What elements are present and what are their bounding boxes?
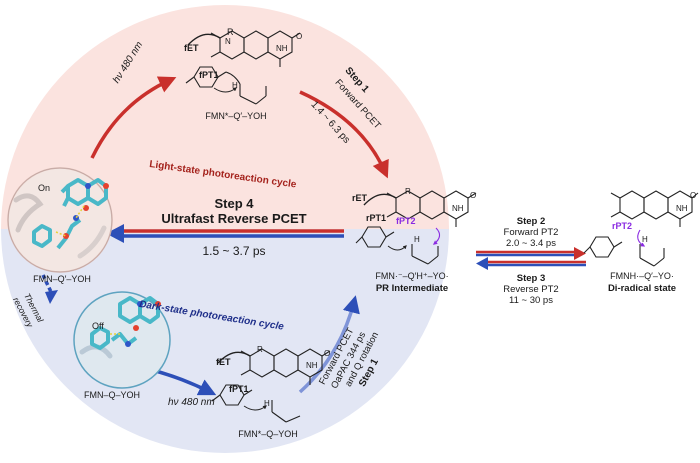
step3-time: 11 ~ 30 ps [509,295,553,306]
excitation-arrow-light [90,76,177,159]
step4-time: 1.5 ~ 3.7 ps [202,244,266,258]
protein-structure-off [73,291,171,389]
center-structure-label: FMN·⁻–Q′H⁺–YO· [375,271,449,281]
right-structure-sublabel: Di-radical state [607,283,677,294]
top-nh-label: NH [276,44,288,53]
center-structure-sublabel: PR Intermediate [375,283,449,294]
step4-title: Step 4 [214,196,254,211]
step4-name: Ultrafast Reverse PCET [161,211,307,226]
protein-on-tag: On [38,183,51,193]
bottom-h-label: H [264,399,270,408]
bottom-r-label: R [257,345,263,354]
protein-light-label: FMN–Q′–YOH [33,274,91,284]
center-o-label: O [470,191,477,200]
bottom-o-label: O [324,349,331,358]
fpt2-arrow-center [432,227,441,245]
top-structure-label: FMN*–Q′–YOH [205,111,267,121]
top-h-label: H [232,81,238,90]
top-fpt1-label: fPT1 [199,70,219,80]
center-fpt2-label: fPT2 [396,216,416,226]
rpt2-arrow-right [637,229,646,247]
structure-bottom-drawing [211,348,331,423]
structure-right-drawing [583,190,699,267]
step2-name: Forward PT2 [503,227,559,238]
top-o-label: O [296,32,303,41]
protein-dark-label: FMN–Q–YOH [83,390,141,400]
structure-center-drawing [355,190,477,265]
pt-arrow-center [387,245,407,251]
center-rpt1-label: rPT1 [366,213,387,223]
structure-top-drawing [185,30,301,105]
step3-title: Step 3 [516,273,546,284]
center-ret-label: rET [352,193,368,203]
step1-arrow-dark [298,295,360,394]
top-fet-label: fET [184,43,199,53]
excitation-bottom-label: hν 480 nm [168,397,215,408]
bottom-fet-label: fET [216,357,231,367]
center-r-label: R [405,187,411,196]
top-r-label: R [227,27,234,37]
top-n-label: N [225,37,231,46]
center-nh-label: NH [452,204,464,213]
step1-arrow-light [299,90,389,179]
right-o-label: O [690,191,697,200]
right-h-label: H [642,235,648,244]
bottom-nh-label: NH [306,361,318,370]
center-h-label: H [414,235,420,244]
step4-arrow [106,224,344,243]
pt-arrow-bottom [243,405,267,411]
right-structure-label: FMNH·–Q′–YO· [610,271,674,281]
right-nh-label: NH [676,204,688,213]
protein-structure-on [7,167,113,273]
bottom-fpt1-label: fPT1 [229,384,249,394]
step3-name: Reverse PT2 [503,284,559,295]
step2-time: 2.0 ~ 3.4 ps [506,238,556,249]
step2-step3-arrows [476,247,586,270]
protein-off-tag: Off [92,321,104,331]
right-rpt2-label: rPT2 [612,221,633,231]
pt-arrow-top [213,87,237,93]
thermal-recovery-arrow [41,274,58,304]
bottom-structure-label: FMN*–Q–YOH [238,429,298,439]
step2-title: Step 2 [516,216,546,227]
